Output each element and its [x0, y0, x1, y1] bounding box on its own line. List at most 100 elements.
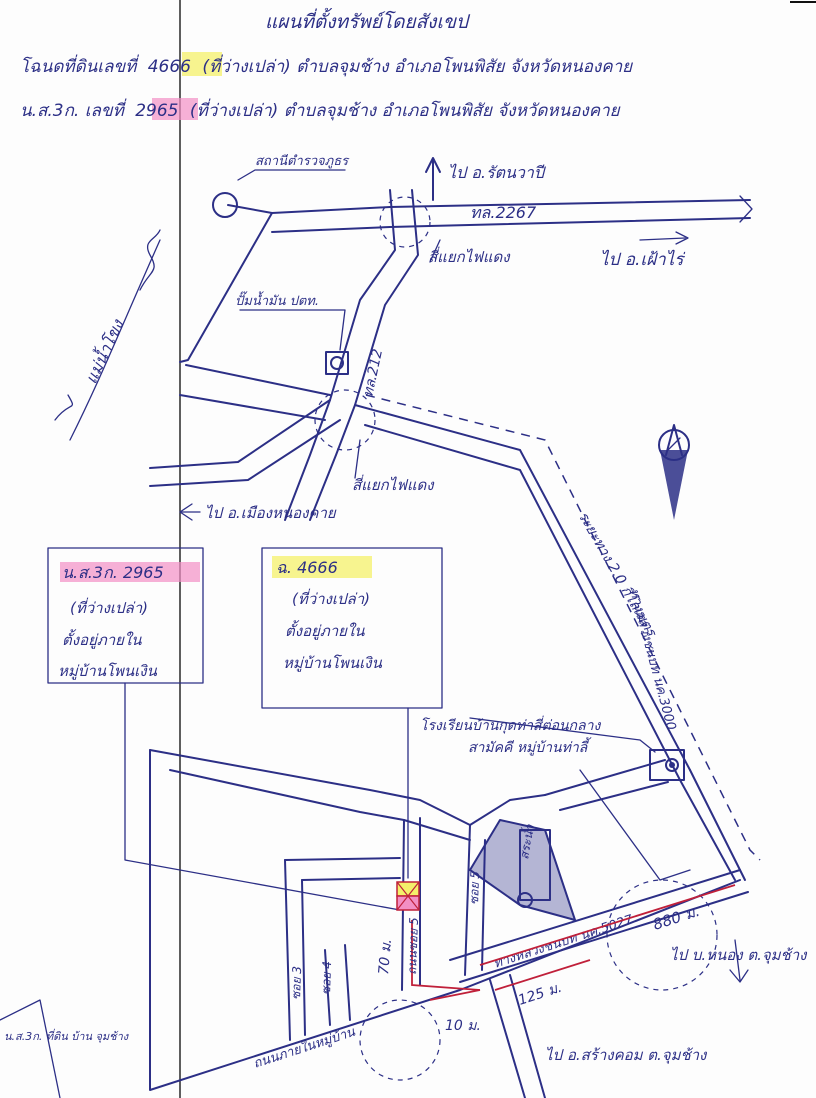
police-station-icon	[212, 192, 238, 218]
road-west-branch-2	[179, 394, 326, 421]
village-north-road-a	[149, 749, 471, 826]
traffic-light-top-label: สี่แยกไฟแดง	[428, 246, 511, 266]
soi-4-label: ซอย 4	[319, 961, 334, 995]
road-nk3000-west	[354, 404, 691, 771]
road-west-branch-1	[185, 364, 331, 396]
school-road-north	[544, 759, 666, 796]
corner-legend-box	[0, 999, 61, 1098]
measure-125	[494, 959, 591, 991]
soi-north-west	[284, 857, 401, 861]
property-marker-icon	[396, 881, 420, 911]
soi-5-east	[481, 839, 486, 971]
road-to-nongkhai-north	[149, 399, 331, 469]
temple-area	[470, 820, 575, 920]
soi-3-west	[284, 859, 291, 1041]
header-line1-number: 4666	[148, 57, 191, 77]
road-5027-north	[449, 869, 741, 961]
village-outer-road	[149, 749, 741, 1091]
road-2267-arrow	[739, 195, 753, 223]
box-left-line3: หมู่บ้านโพนเงิน	[58, 662, 158, 680]
road-south-west	[489, 979, 526, 1098]
to-rattanawapi: ไป อ.รัตนวาปี	[448, 163, 547, 182]
west-block-edge	[179, 212, 273, 363]
nk3000-south-east	[679, 779, 736, 881]
traffic-circle-top	[379, 196, 431, 248]
junction-circle-south	[359, 999, 441, 1081]
road-2267-north-edge	[271, 199, 751, 214]
info-box-ns3k: น.ส.3ก. 2965 (ที่ว่างเปล่า) ตั้งอยู่ภายใ…	[47, 547, 204, 684]
nk3000-south-west	[689, 769, 746, 881]
river-line	[69, 239, 161, 441]
temple-area-outline	[469, 819, 576, 921]
police-label: สถานีตำรวจภูธร	[255, 153, 350, 169]
highlight-4666	[182, 52, 222, 76]
to-nongkhai-label: ไป อ.เมืองหนองคาย	[205, 504, 337, 522]
soi-north-east	[301, 877, 401, 881]
road-south-east	[509, 974, 546, 1098]
dist-10-label: 10 ม.	[445, 1018, 481, 1034]
school-leader	[469, 717, 656, 753]
to-fao-rai: ไป อ.เฝ้าไร่	[600, 249, 685, 270]
box-middle-line2: ตั้งอยู่ภายใน	[285, 620, 365, 640]
river-label: แม่น้ำโขง	[80, 315, 128, 387]
header-line1-prefix: โฉนดที่ดินเลขที่	[20, 54, 139, 77]
header-line1-suffix: (ที่ว่างเปล่า) ตำบลจุมช้าง อำเภอโพนพิสัย…	[202, 54, 633, 77]
dist-125-label: 125 ม.	[516, 980, 564, 1009]
soi-3-label: ซอย 3	[289, 966, 304, 1000]
road-212-label: ทล.212	[360, 348, 386, 399]
to-sang-khom-label: ไป อ.สร้างคอม ต.จุมช้าง	[545, 1046, 708, 1064]
dist-880-label: 880 ม.	[651, 902, 702, 934]
traffic-light-bottom-label: สี่แยกไฟแดง	[352, 474, 435, 494]
north-road-arrow	[425, 157, 441, 201]
gas-station-icon	[325, 351, 349, 375]
road-2267-south-edge	[271, 217, 751, 233]
dist-70-label: 70 ม.	[376, 938, 395, 975]
header-line2: น.ส.3ก. เลขที่ 2965 (ที่ว่างเปล่า) ตำบลจ…	[20, 98, 621, 121]
soi-4-east	[344, 944, 351, 1021]
soi-5-west	[464, 824, 471, 976]
river-wave-1	[139, 229, 161, 291]
village-north-road-b	[169, 769, 471, 841]
road-212-west-edge	[284, 189, 396, 521]
temple-label: สามัคคี หมู่บ้านท่าลี้	[468, 737, 592, 756]
measure-10	[429, 989, 481, 1001]
junction-circle-east	[606, 879, 718, 991]
road-212-east-edge	[309, 189, 419, 521]
school-road-south	[559, 781, 669, 811]
gas-station-label: ปั๊มน้ำมัน ปตท.	[235, 291, 319, 309]
box-middle-line1: (ที่ว่างเปล่า)	[292, 588, 370, 608]
traffic-top-leader	[429, 239, 441, 263]
road-to-police	[227, 204, 273, 214]
school-pond-leader	[579, 769, 691, 881]
box-left-title: น.ส.3ก. 2965	[62, 563, 164, 582]
gas-leader	[239, 309, 346, 351]
police-leader	[237, 169, 346, 181]
traffic-circle-bottom	[314, 389, 376, 451]
box-middle-line3: หมู่บ้านโพนเงิน	[283, 654, 383, 672]
traffic-bottom-leader	[354, 439, 361, 479]
road-soi5-label: ถนนซอย 5	[405, 917, 421, 975]
header-line2-suffix: (ที่ว่างเปล่า) ตำบลจุมช้าง อำเภอโพนพิสัย…	[190, 98, 621, 121]
north-arrow-icon	[658, 424, 690, 520]
school-icon	[649, 749, 685, 781]
pond-outline	[519, 829, 551, 901]
fao-rai-arrow	[639, 231, 689, 245]
road-to-nongkhai-south	[149, 419, 341, 487]
temple-road-north	[469, 794, 546, 826]
pond-outlet	[517, 892, 533, 908]
road-nk3000-label: ทางหลวงชนบท นค.3000	[626, 587, 678, 732]
road-nk3000-east	[364, 424, 681, 781]
road-2267-label: ทล.2267	[470, 203, 537, 222]
highlight-2965	[152, 98, 198, 120]
soi-5-label: ซอย 5	[467, 871, 482, 905]
corner-legend-text: น.ส.3ก. ที่ดิน บ้าน จุมช้าง	[4, 1028, 130, 1043]
ban-nong-arrow	[729, 939, 749, 983]
box-left-line1: (ที่ว่างเปล่า)	[70, 597, 148, 617]
road-5027-south	[459, 891, 749, 983]
map-title: แผนที่ตั้งทรัพย์โดยสังเขป	[265, 7, 471, 33]
measure-880	[479, 884, 736, 966]
header-line2-number: 2965	[135, 101, 178, 121]
river-wave-2	[54, 394, 73, 421]
soi-3-east	[301, 879, 306, 1036]
school-label: โรงเรียนบ้านกุดท่าสี่ต่อนกลาง	[420, 715, 601, 734]
